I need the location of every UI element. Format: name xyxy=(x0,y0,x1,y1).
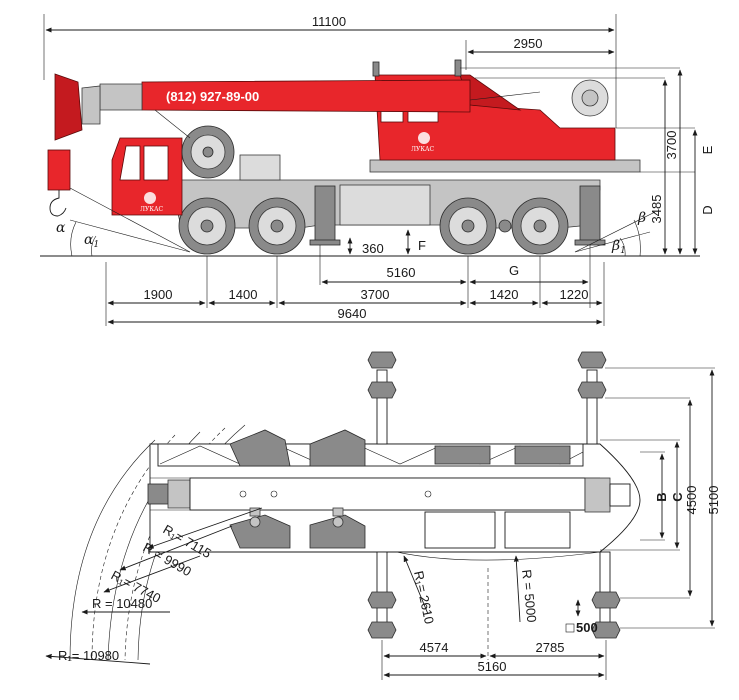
wheel-3 xyxy=(439,197,497,255)
telescopic-boom: (812) 927-89-00 xyxy=(47,73,471,217)
dim-D: D xyxy=(700,205,715,214)
radius-2610: R₁= 2610 xyxy=(411,570,437,626)
dim-F: F xyxy=(418,238,426,253)
dim-outrigger-front: 4574 xyxy=(420,640,449,655)
wheel-2 xyxy=(248,197,306,255)
body-logo: ЛУКАС xyxy=(411,146,435,153)
angle-beta1: β1 xyxy=(611,238,626,256)
radius-10980: R₁= 10980 xyxy=(58,648,119,663)
dim-pad-size: 500 xyxy=(576,620,598,635)
cab-logo: ЛУКАС xyxy=(140,206,164,213)
plan-boom xyxy=(147,477,631,513)
hook xyxy=(49,190,67,217)
superstructure: ЛУКАС xyxy=(369,59,641,173)
phone-number: (812) 927-89-00 xyxy=(166,89,259,104)
dim-axle-3-4: 1420 xyxy=(490,287,519,302)
plan-wheels xyxy=(229,507,366,549)
angle-beta: β xyxy=(637,210,646,226)
dim-width-5100: 5100 xyxy=(706,486,721,515)
dim-wheelbase-total: 9640 xyxy=(338,306,367,321)
driver-cab: ЛУКАС xyxy=(111,137,183,216)
angle-alpha: α xyxy=(56,220,66,236)
dim-outrigger-span-side: 5160 xyxy=(387,265,416,280)
rear-outrigger-leg xyxy=(579,185,601,242)
dim-C: C xyxy=(670,492,685,502)
outrigger-pad-front-left xyxy=(367,351,397,399)
dim-front-overhang: 1900 xyxy=(144,287,173,302)
dim-height-3485: 3485 xyxy=(649,195,664,224)
dim-height-3700: 3700 xyxy=(664,131,679,160)
hook-block xyxy=(47,149,71,191)
wheel-4 xyxy=(511,197,569,255)
dim-B: B xyxy=(654,492,669,501)
outrigger-pad-rear-left xyxy=(577,351,607,399)
dim-overall-length: 11100 xyxy=(312,14,346,29)
plan-jib xyxy=(157,429,584,467)
dim-boom-rear: 2950 xyxy=(514,36,543,51)
wheel-1 xyxy=(178,197,236,255)
radius-10480: R = 10480 xyxy=(92,596,152,611)
dim-outrigger-rear: 2785 xyxy=(536,640,565,655)
dim-width-4500: 4500 xyxy=(684,486,699,515)
dim-outrigger-total: 5160 xyxy=(478,659,507,674)
dim-axle-1-2: 1400 xyxy=(229,287,258,302)
dim-E: E xyxy=(700,145,715,154)
outrigger-pad-front-right xyxy=(367,591,397,639)
dim-clearance: 360 xyxy=(362,241,384,256)
radius-5000: R = 5000 xyxy=(519,569,539,623)
side-view: ЛУКАС ЛУКАС (812 xyxy=(40,14,715,326)
front-outrigger-leg xyxy=(314,185,336,242)
outrigger-pad-rear-right xyxy=(591,591,621,639)
dim-G: G xyxy=(509,263,519,278)
wheels xyxy=(178,197,569,255)
plan-view: B C 4500 5100 500 4574 2785 5160 R₁= 711… xyxy=(45,351,721,680)
side-dimensions: 11100 2950 3485 3700 E D 360 F xyxy=(43,14,715,326)
chassis-box xyxy=(339,184,431,226)
angle-alpha1: α1 xyxy=(84,232,99,250)
plan-outriggers xyxy=(367,351,621,639)
dim-rear-overhang: 1220 xyxy=(560,287,589,302)
dim-axle-2-3: 3700 xyxy=(361,287,390,302)
